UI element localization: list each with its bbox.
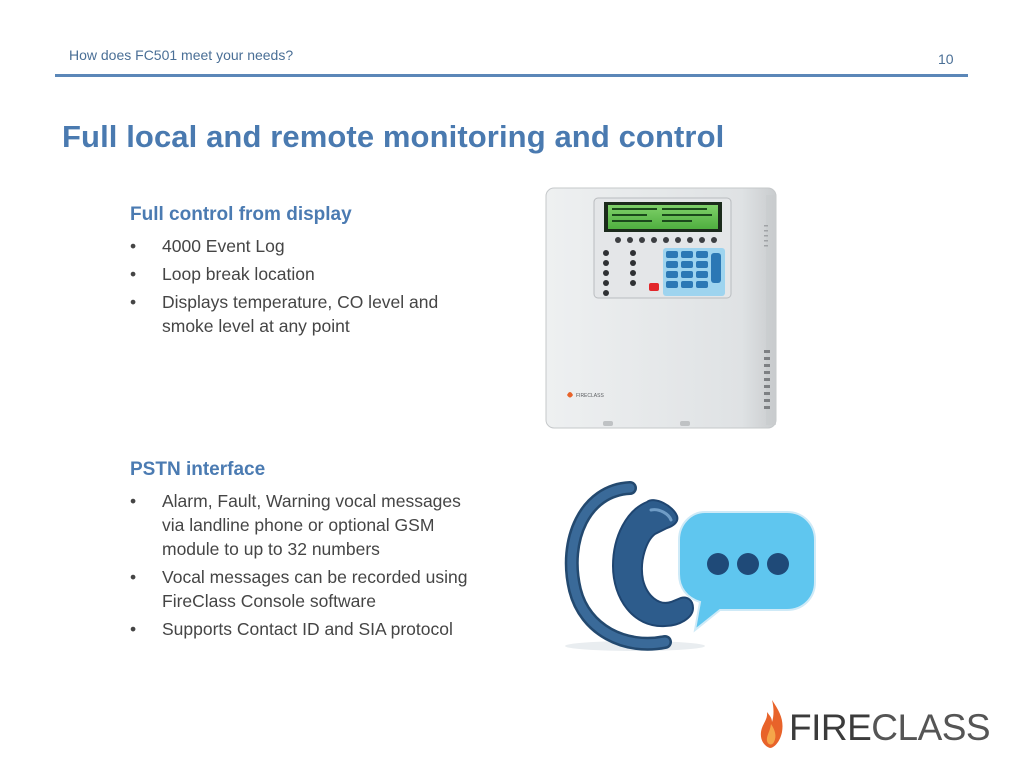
list-item: Supports Contact ID and SIA protocol [130,617,470,641]
pstn-illustration [564,481,816,651]
speech-bubble-icon [678,511,816,633]
bullet-list: Alarm, Fault, Warning vocal messages via… [130,489,470,641]
list-item: Vocal messages can be recorded using Fir… [130,565,470,613]
page-number: 10 [938,51,954,67]
bullet-list: 4000 Event Log Loop break location Displ… [130,234,470,338]
slide-title: Full local and remote monitoring and con… [62,119,725,154]
header-divider [55,74,968,77]
fire-panel-image: FIRECLASS [545,187,777,429]
list-item: Loop break location [130,262,470,286]
list-item: Alarm, Fault, Warning vocal messages via… [130,489,470,561]
panel-brand-label: FIRECLASS [576,393,604,399]
section-heading: PSTN interface [130,459,266,480]
list-item: 4000 Event Log [130,234,470,258]
section-pstn: PSTN interface Alarm, Fault, Warning voc… [130,459,470,645]
slide-subtitle: How does FC501 meet your needs? [69,47,294,63]
logo-text-class: CLASS [871,707,991,748]
fireclass-logo: FIRECLASS [758,698,991,754]
phone-icon [564,481,695,651]
list-item: Displays temperature, CO level and smoke… [130,290,470,338]
flame-icon [760,700,783,748]
logo-text-fire: FIRE [789,707,872,748]
section-display-control: Full control from display 4000 Event Log… [130,204,470,342]
section-heading: Full control from display [130,204,352,225]
